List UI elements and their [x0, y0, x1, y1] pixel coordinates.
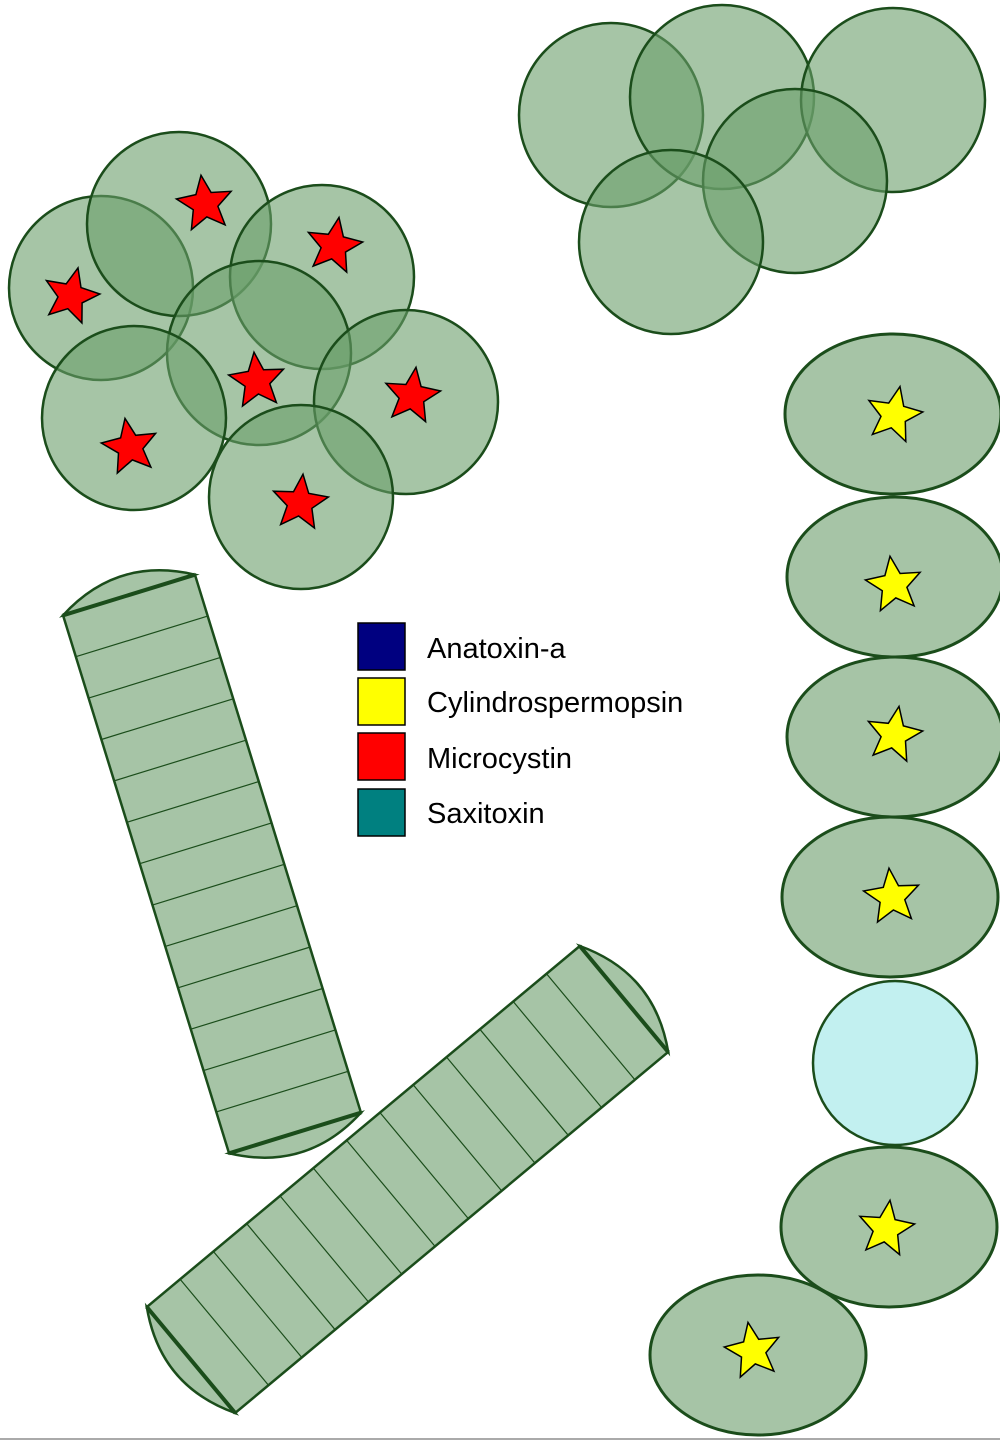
non-toxic-colony	[519, 5, 985, 334]
filament-body	[63, 575, 361, 1154]
microcystin-swatch	[358, 733, 405, 780]
legend-label: Anatoxin-a	[427, 633, 567, 665]
legend-item-anatoxin-a: Anatoxin-a	[358, 623, 567, 670]
anatoxin-a-swatch	[358, 623, 405, 670]
colony-cell	[42, 326, 226, 510]
legend-label: Cylindrospermopsin	[427, 687, 683, 719]
legend: Anatoxin-a Cylindrospermopsin Microcysti…	[358, 623, 683, 836]
legend-label: Saxitoxin	[427, 798, 545, 830]
filament-upper-left	[63, 570, 361, 1157]
colony-cell	[579, 150, 763, 334]
legend-item-saxitoxin: Saxitoxin	[358, 789, 545, 836]
legend-label: Microcystin	[427, 743, 572, 775]
cylindrospermopsin-swatch	[358, 678, 405, 725]
heterocyst	[813, 981, 977, 1145]
legend-item-cylindrospermopsin: Cylindrospermopsin	[358, 678, 683, 725]
legend-item-microcystin: Microcystin	[358, 733, 572, 780]
saxitoxin-swatch	[358, 789, 405, 836]
cylindrospermopsin-chain	[650, 334, 1000, 1435]
